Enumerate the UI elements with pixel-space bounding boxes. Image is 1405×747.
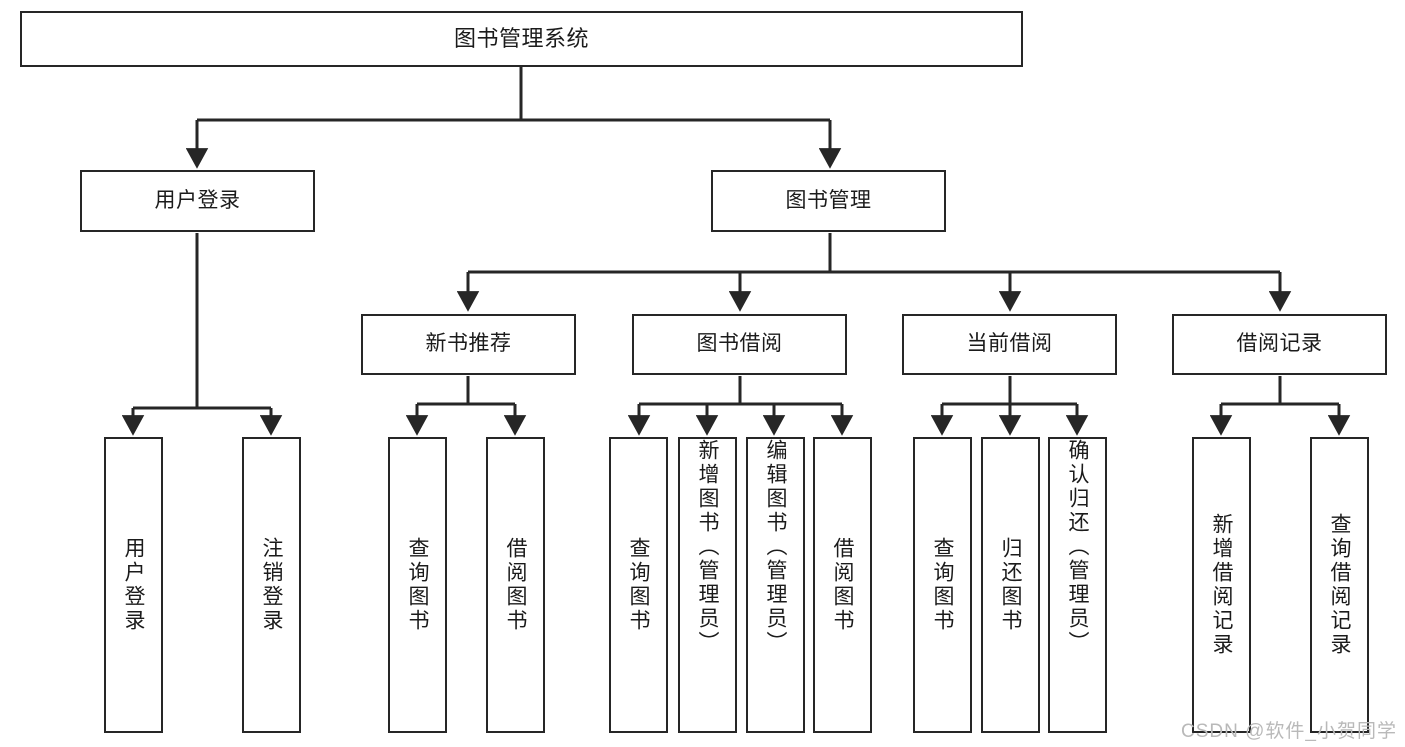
node-label: 借阅图书 xyxy=(504,537,527,633)
node-label: 查询图书 xyxy=(406,537,429,633)
leaf-query-borrow-record[interactable]: 查询借阅记录 xyxy=(1310,437,1369,733)
node-book-borrow[interactable]: 图书借阅 xyxy=(632,314,847,375)
node-label: 新书推荐 xyxy=(425,332,512,356)
leaf-query-book-borrow[interactable]: 查询图书 xyxy=(609,437,668,733)
node-label: 新增借阅记录 xyxy=(1210,513,1233,657)
leaf-add-borrow-record[interactable]: 新增借阅记录 xyxy=(1192,437,1251,733)
leaf-logout-login[interactable]: 注销登录 xyxy=(242,437,301,733)
leaf-return-book[interactable]: 归还图书 xyxy=(981,437,1040,733)
leaf-query-book-recommend[interactable]: 查询图书 xyxy=(388,437,447,733)
node-label: 查询图书 xyxy=(931,537,954,633)
node-label: 图书借阅 xyxy=(696,332,783,356)
leaf-user-login[interactable]: 用户登录 xyxy=(104,437,163,733)
node-book-management[interactable]: 图书管理 xyxy=(711,170,946,232)
leaf-borrow-book-recommend[interactable]: 借阅图书 xyxy=(486,437,545,733)
node-label: 用户登录 xyxy=(122,537,145,633)
node-label: 编辑图书（管理员） xyxy=(764,439,787,655)
leaf-add-book-admin[interactable]: 新增图书（管理员） xyxy=(678,437,737,733)
node-label: 当前借阅 xyxy=(966,332,1053,356)
node-label: 新增图书（管理员） xyxy=(696,439,719,655)
node-label: 确认归还（管理员） xyxy=(1066,439,1089,655)
watermark-text: CSDN @软件_小贺同学 xyxy=(1181,721,1397,742)
node-new-book-recommend[interactable]: 新书推荐 xyxy=(361,314,576,375)
node-label: 借阅记录 xyxy=(1236,332,1323,356)
node-label: 归还图书 xyxy=(999,537,1022,633)
node-label: 用户登录 xyxy=(154,188,241,212)
node-label: 借阅图书 xyxy=(831,537,854,633)
node-borrow-record[interactable]: 借阅记录 xyxy=(1172,314,1387,375)
node-label: 图书管理 xyxy=(785,188,872,212)
node-label: 图书管理系统 xyxy=(453,26,589,52)
node-root-book-management-system[interactable]: 图书管理系统 xyxy=(20,11,1023,67)
leaf-borrow-book-borrow[interactable]: 借阅图书 xyxy=(813,437,872,733)
leaf-query-book-current[interactable]: 查询图书 xyxy=(913,437,972,733)
leaf-confirm-return-admin[interactable]: 确认归还（管理员） xyxy=(1048,437,1107,733)
leaf-edit-book-admin[interactable]: 编辑图书（管理员） xyxy=(746,437,805,733)
node-label: 查询图书 xyxy=(627,537,650,633)
node-label: 注销登录 xyxy=(260,537,283,633)
node-user-login[interactable]: 用户登录 xyxy=(80,170,315,232)
node-current-borrow[interactable]: 当前借阅 xyxy=(902,314,1117,375)
node-label: 查询借阅记录 xyxy=(1328,513,1351,657)
